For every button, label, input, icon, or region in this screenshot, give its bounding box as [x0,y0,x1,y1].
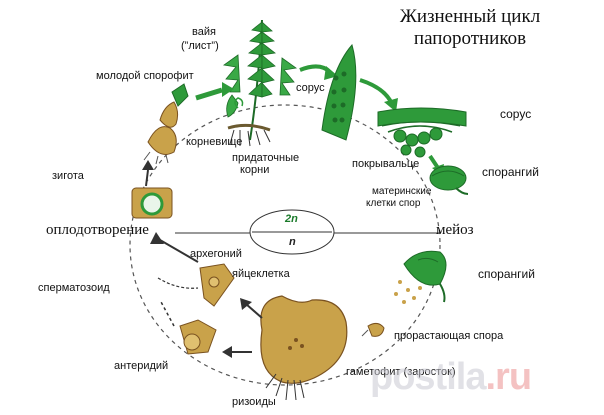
arrow-gametophyte-to-archegonium [245,303,263,319]
arrow-archegonium-to-zygote [159,239,199,263]
germinating-spore-drawing [361,322,385,337]
watermark-part-2: .ru [485,356,532,398]
sperm-path [157,277,199,289]
arrow-sporophyte-to-fern [195,87,223,101]
label-indusium: покрывальце [352,158,420,170]
zygote-drawing [131,187,173,219]
label-young-sporophyte: молодой спорофит [96,70,194,82]
label-sporangium-top: спорангий [482,165,539,179]
sporangium-top [429,165,469,195]
sorus-section [377,107,467,158]
gametophyte-drawing [260,295,348,401]
young-sporophyte [143,83,189,165]
cycle-path [129,104,441,386]
ploidy-diploid: 2n [285,213,298,225]
label-meiosis: мейоз [436,222,474,238]
label-egg-cell: яйцеклетка [232,268,290,280]
watermark-part-1: postila [370,356,486,398]
label-spore-mother-cells-2: клетки спор [366,198,421,209]
title-line-2: папоротников [413,28,527,49]
pinnule-with-sori [321,43,357,141]
arrow-zygote-to-sporophyte [145,169,149,187]
fern-frond [222,19,298,141]
label-zygote: зигота [52,170,84,182]
label-spore-mother-cells-1: материнские [372,186,432,197]
label-sperm: сперматозоид [38,282,110,294]
label-gametophyte: гаметофит (заросток) [346,366,456,378]
label-adventitious-roots-2: корни [240,164,270,176]
label-sporangium-bottom: спорангий [478,267,535,281]
arrow-pinnule-to-sorus [359,78,394,105]
sporangium-bottom [394,250,447,304]
label-rhizoids: ризоиды [232,396,276,408]
label-archegonium: архегоний [190,248,242,260]
arrow-sorus-to-sporangium [428,154,440,170]
antheridium-drawing [179,319,217,355]
label-fertilization: оплодотворение [46,222,149,238]
label-adventitious-roots-1: придаточные [232,152,300,164]
label-germinating-spore: прорастающая спора [394,330,504,342]
diagram-title: Жизненный цикл папоротников [350,6,590,50]
title-line-1: Жизненный цикл [399,6,541,27]
watermark: postila.ru [370,356,532,399]
archegonium-drawing [199,263,235,307]
label-frond-quote: (”лист”) [181,40,219,52]
arrow-antheridium-to-sperm [159,299,175,327]
label-rhizome: корневище [186,136,243,148]
label-frond: вайя [192,26,216,38]
label-sorus: сорус [500,107,532,121]
ploidy-haploid: n [289,236,296,248]
label-antheridium: антеридий [114,360,169,372]
label-sorus-small: сорус [296,82,325,94]
rhizome-roots [227,97,271,147]
